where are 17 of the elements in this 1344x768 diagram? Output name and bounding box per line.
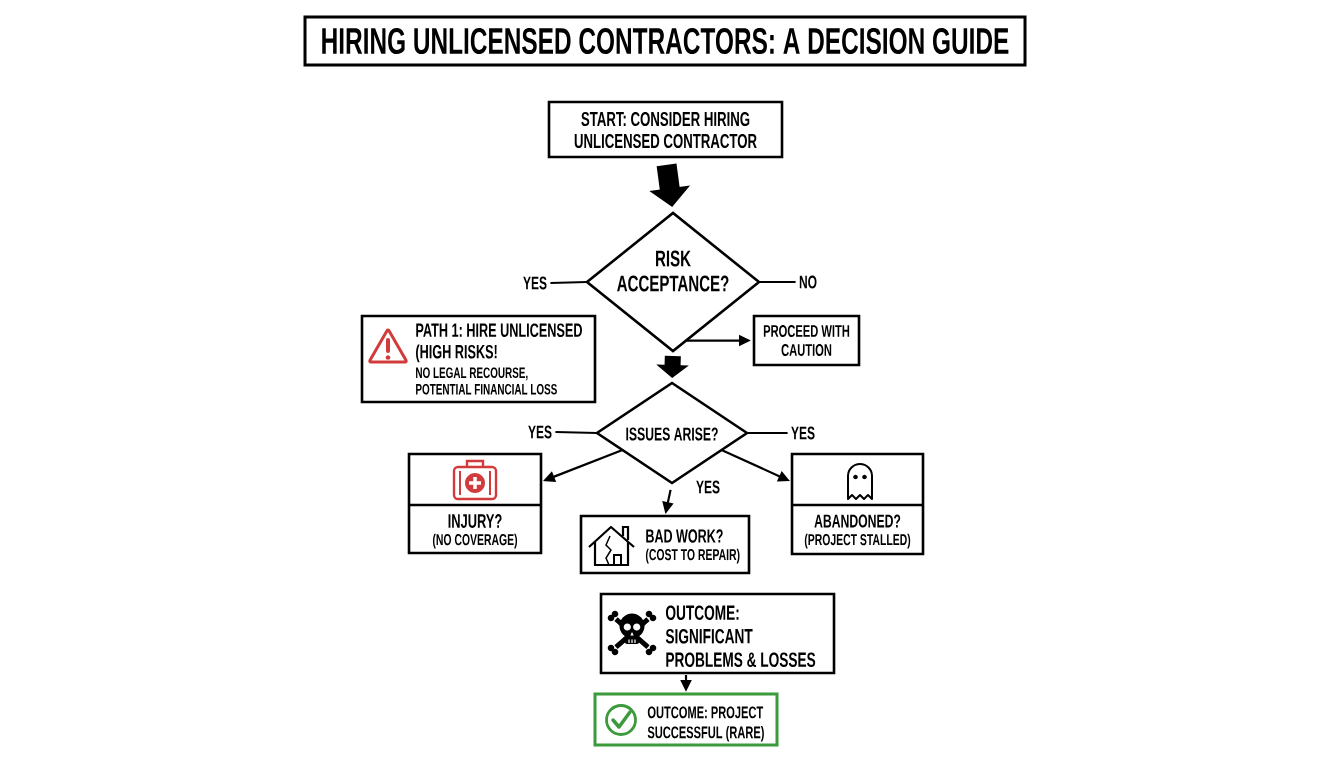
branch-label: YES: [523, 276, 547, 290]
connector-line: [550, 280, 588, 285]
connector-line: [747, 431, 788, 435]
connector-line: [759, 280, 796, 284]
title-box: HIRING UNLICENSED CONTRACTORS: A DECISION GUIDE: [303, 15, 1027, 67]
outcome-box: OUTCOME: PROJECT SUCCESSFUL (RARE): [593, 692, 779, 747]
outcome-card: BAD WORK? (COST TO REPAIR): [579, 514, 751, 575]
branch-label: NO: [799, 275, 817, 289]
process-box: PROCEED WITH CAUTION: [752, 314, 861, 367]
outcome-card: INJURY? (NO COVERAGE): [407, 452, 543, 555]
branch-label: YES: [791, 426, 815, 440]
branch-label: YES: [528, 425, 552, 439]
outcome-box: OUTCOME: SIGNIFICANT PROBLEMS & LOSSES: [599, 592, 836, 675]
warning-box: PATH 1: HIRE UNLICENSED (HIGH RISKS! NO LEGAL RECOURSE, POTENTIAL FINANCIAL LOSS: [360, 314, 597, 404]
outcome-card: ABANDONED? (PROJECT STALLED): [790, 452, 925, 556]
connector-line: [555, 430, 598, 435]
start-box: START: CONSIDER HIRING UNLICENSED CONTRACTOR: [547, 100, 784, 159]
